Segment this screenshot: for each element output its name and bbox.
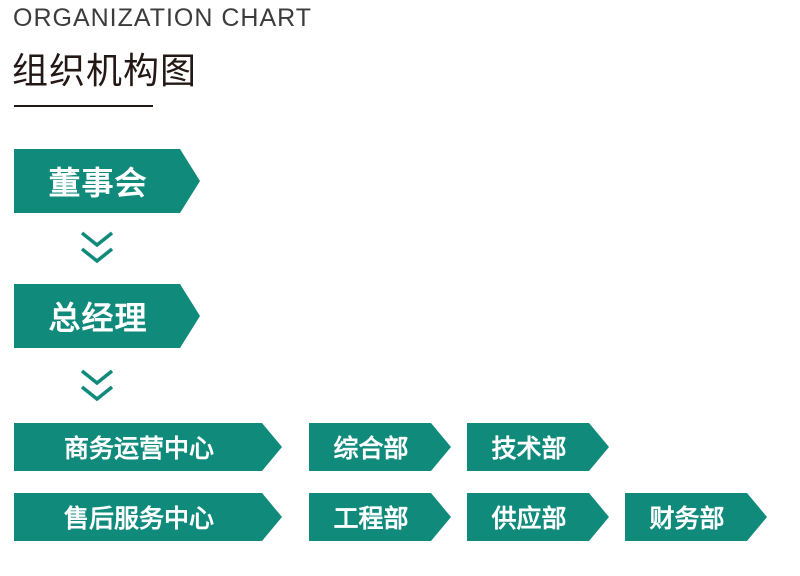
node-general-dept: 综合部	[309, 423, 451, 471]
node-supply-dept: 供应部	[467, 493, 609, 541]
node-tech-dept-label: 技术部	[491, 434, 567, 463]
node-board: 董事会	[14, 149, 200, 213]
node-after-sales-center: 售后服务中心	[14, 493, 282, 541]
node-board-label: 董事会	[48, 164, 148, 202]
node-supply-dept-label: 供应部	[491, 504, 567, 533]
chart-subtitle: ORGANIZATION CHART	[13, 4, 313, 32]
node-tech-dept: 技术部	[467, 423, 609, 471]
node-business-operations-center-label: 商务运营中心	[63, 434, 214, 463]
node-business-operations-center: 商务运营中心	[14, 423, 282, 471]
node-finance-dept: 财务部	[625, 493, 767, 541]
node-general-manager: 总经理	[14, 284, 200, 348]
node-engineering-dept: 工程部	[309, 493, 451, 541]
title-underline	[14, 105, 153, 107]
node-finance-dept-label: 财务部	[649, 504, 725, 533]
page-title: 组织机构图	[12, 51, 198, 92]
node-engineering-dept-label: 工程部	[333, 504, 409, 533]
double-chevron-down-icon	[80, 231, 114, 264]
node-general-manager-label: 总经理	[48, 299, 148, 337]
double-chevron-down-icon	[80, 369, 114, 402]
node-after-sales-center-label: 售后服务中心	[63, 504, 214, 533]
node-general-dept-label: 综合部	[333, 434, 409, 463]
